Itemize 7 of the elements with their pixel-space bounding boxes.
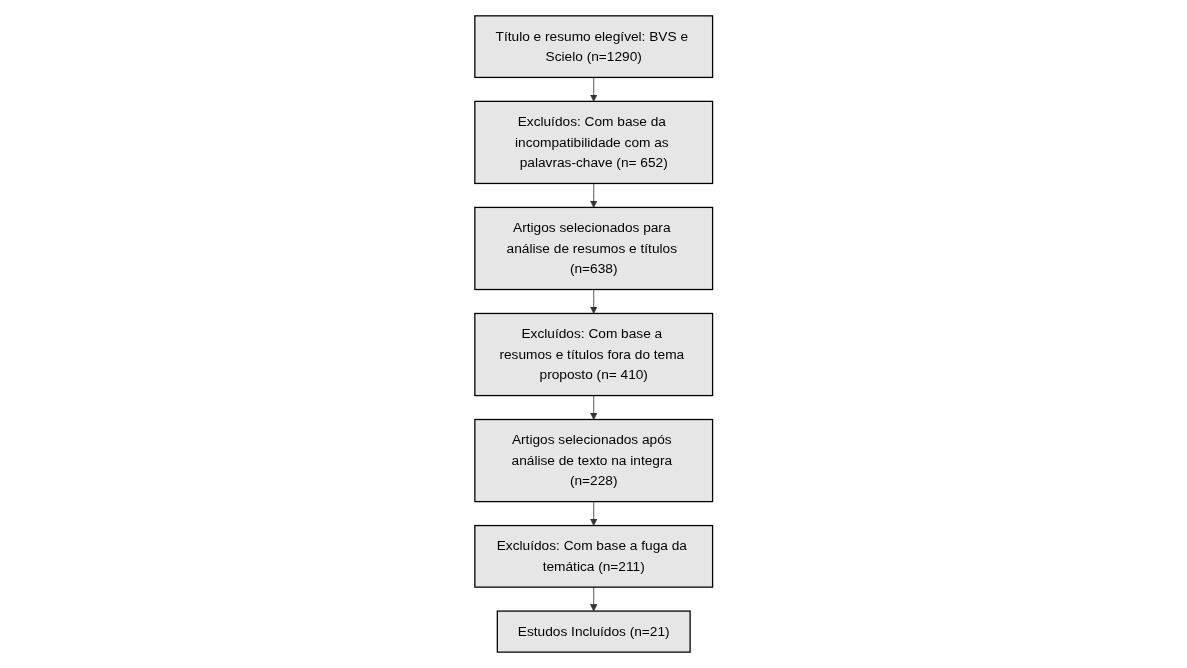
node-box: Artigos selecionados para análise de resumos e títulos (n=638) [474,206,713,291]
node-box: Artigos selecionados após análise de texto na integra (n=228) [474,418,713,503]
node-box: Estudos Incluídos (n=21) [496,610,691,653]
node-box: Excluídos: Com base da incompatibilidade com as palavras-chave (n= 652) [474,100,713,185]
node-box: Excluídos: Com base a fuga da temática (n=211) [474,524,713,588]
node-box: Excluídos: Com base a resumos e títulos fora do tema proposto (n= 410) [474,312,713,397]
node-box: Título e resumo elegível: BVS e Scielo (n=1290) [474,15,713,79]
